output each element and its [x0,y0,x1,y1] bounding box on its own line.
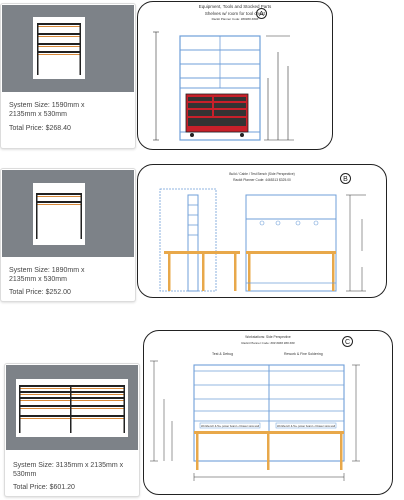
system-size-text: System Size: 3135mm x 2135mm x 530mm [13,462,124,478]
product-thumbnail-1[interactable] [2,5,134,92]
total-price-text: Total Price: $601.20 [13,484,75,491]
drawing-badge-b: B [340,173,351,184]
system-size-text: System Size: 1890mm x 2135mm x 530mm [9,267,85,283]
shelf-thumbnail-image [16,379,128,437]
technical-drawing-b: B Build / Cable / Test Bench (Side Persp… [137,164,387,298]
technical-drawing-c: C Workstations: Side Perspective Rackit … [143,330,393,495]
drawing-title-line-2: Shelves w/ room for tool chest [204,11,266,16]
drawing-title-line-2: Rackit Planner Code: ### #### ### ### [241,341,295,345]
bench-elevation-drawing [159,188,366,292]
product-card-1[interactable]: System Size: 1590mm x 2135mm x 530mm Tot… [0,3,136,149]
product-thumbnail-2[interactable] [2,170,134,257]
product-card-2[interactable]: System Size: 1890mm x 2135mm x 530mm Tot… [0,168,136,302]
shelf-elevation-drawing [153,31,294,141]
workstation-elevation-drawing: Workbench & 5x+ power board + Drawer sto… [150,360,360,481]
footer-caption-right: Workbench & 5x+ power board + Drawer sto… [277,425,335,428]
product-thumbnail-3[interactable] [6,365,138,450]
system-size-text: System Size: 1590mm x 2135mm x 530mm [9,102,85,118]
footer-caption-left: Workbench & 5x+ power board + Drawer sto… [201,425,259,428]
section-label-left: Test & Debug [212,352,234,356]
drawing-title-line-1: Equipment, Tools and Stocked Parts [198,4,272,9]
drawing-title-line-2: Rackit Planner Code: 4465313 $325.00 [233,178,291,182]
drawing-title-line-1: Build / Cable / Test Bench (Side Perspec… [229,172,295,176]
section-label-right: Rework & Fine Soldering [284,352,323,356]
product-card-3[interactable]: System Size: 3135mm x 2135mm x 530mm Tot… [4,363,140,497]
drawing-badge-c: C [342,336,353,347]
technical-drawing-a: A Equipment, Tools and Stocked Parts She… [137,1,333,150]
total-price-text: Total Price: $268.40 [9,125,71,132]
total-price-text: Total Price: $252.00 [9,289,71,296]
shelf-thumbnail-image [33,17,85,79]
drawing-title-line-1: Workstations: Side Perspective [245,335,291,339]
drawing-badge-a: A [256,8,267,19]
drawing-title-line-3: Rackit Planner Code: ###### #### [211,17,259,21]
shelf-thumbnail-image [33,183,85,245]
